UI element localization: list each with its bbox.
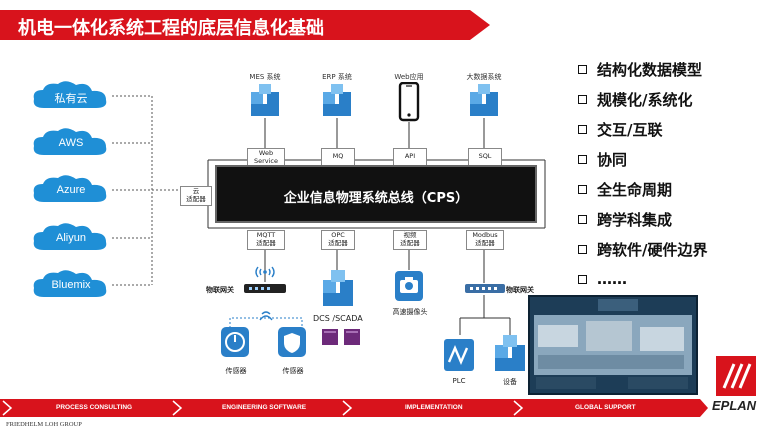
feature-item: 交互/互联 xyxy=(578,119,662,139)
checkbox-icon xyxy=(578,154,587,164)
adapter-mq: MQ xyxy=(321,148,355,166)
server-icon xyxy=(322,329,360,345)
footer-bar xyxy=(0,399,708,417)
factory-screenshot-image xyxy=(528,295,698,395)
adapter-sql: SQL xyxy=(468,148,502,166)
cube-stack-icon xyxy=(323,270,353,306)
adapter-api: API xyxy=(393,148,427,166)
plc-label: PLC xyxy=(452,377,466,385)
feature-item: 全生命周期 xyxy=(578,179,672,199)
checkbox-icon xyxy=(578,64,587,74)
cloud-label-azure: Azure xyxy=(56,184,86,196)
eplan-logo-icon xyxy=(716,356,756,396)
checkbox-icon xyxy=(578,214,587,224)
feature-item: 跨软件/硬件边界 xyxy=(578,239,707,259)
plc-icon xyxy=(444,339,474,371)
adapter-modbus: Modbus 适配器 xyxy=(466,230,504,250)
sensor-1-label: 传感器 xyxy=(225,367,247,375)
cube-stack-icon xyxy=(495,335,525,371)
checkbox-icon xyxy=(578,184,587,194)
checkbox-icon xyxy=(578,94,587,104)
feature-item: 跨学科集成 xyxy=(578,209,672,229)
footer-implementation: IMPLEMENTATION xyxy=(405,404,463,411)
iot-gateway-left-label: 物联网关 xyxy=(206,286,234,294)
iot-gateway-icon xyxy=(244,284,286,293)
footer-engineering-software: ENGINEERING SOFTWARE xyxy=(222,404,307,411)
cloud-bluemix xyxy=(33,270,107,297)
cloud-aliyun xyxy=(33,223,107,250)
equipment-label: 设备 xyxy=(503,378,517,386)
sensor-circuit xyxy=(229,311,303,332)
system-label-erp: ERP 系统 xyxy=(322,73,352,81)
checkbox-icon xyxy=(578,244,587,254)
adapter-cloud: 云 适配器 xyxy=(180,186,212,206)
cube-stack-icon xyxy=(470,84,498,116)
cloud-azure xyxy=(33,175,107,202)
adapter-webservice: Web Service xyxy=(247,148,285,166)
checkbox-icon xyxy=(578,124,587,134)
sensor-shield-icon xyxy=(278,327,306,357)
wifi-icon xyxy=(255,266,275,278)
cube-stack-icon xyxy=(323,84,351,116)
title-banner xyxy=(0,10,490,40)
system-label-web: Web应用 xyxy=(394,73,424,81)
cube-stack-icon xyxy=(251,84,279,116)
cps-bus-label: 企业信息物理系统总线（CPS） xyxy=(283,191,469,206)
company-name: FRIEDHELM LOH GROUP xyxy=(6,421,82,428)
adapter-opc: OPC 适配器 xyxy=(321,230,355,250)
iot-gateway-icon xyxy=(465,284,505,293)
system-label-bigdata: 大数据系统 xyxy=(466,73,502,81)
camera-label: 高速摄像头 xyxy=(392,308,428,316)
footer-process-consulting: PROCESS CONSULTING xyxy=(56,404,133,411)
feature-item: 规模化/系统化 xyxy=(578,89,692,109)
cloud-aws xyxy=(33,128,107,155)
camera-icon xyxy=(395,271,423,301)
page-title: 机电一体化系统工程的底层信息化基础 xyxy=(18,18,324,39)
cps-bus xyxy=(215,165,537,223)
dcs-scada-label: DCS /SCADA xyxy=(313,314,363,323)
footer-global-support: GLOBAL SUPPORT xyxy=(575,404,636,411)
smartphone-icon xyxy=(398,82,420,122)
eplan-logo-text: EPLAN xyxy=(712,398,757,413)
cloud-label-private: 私有云 xyxy=(54,93,88,105)
sensor-gauge-icon xyxy=(221,327,249,357)
feature-item: 协同 xyxy=(578,149,627,169)
feature-item: 结构化数据模型 xyxy=(578,59,702,79)
cloud-label-aliyun: Aliyun xyxy=(56,232,86,244)
cloud-private xyxy=(33,81,107,108)
iot-gateway-right-label: 物联网关 xyxy=(506,286,534,294)
checkbox-icon xyxy=(578,274,587,284)
adapter-video: 视频 适配器 xyxy=(393,230,427,250)
cloud-label-aws: AWS xyxy=(58,137,84,149)
sensor-2-label: 传感器 xyxy=(282,367,304,375)
cloud-label-bluemix: Bluemix xyxy=(51,279,91,291)
system-label-mes: MES 系统 xyxy=(249,73,281,81)
adapter-mqtt: MQTT 适配器 xyxy=(247,230,285,250)
feature-item: …… xyxy=(578,269,627,289)
